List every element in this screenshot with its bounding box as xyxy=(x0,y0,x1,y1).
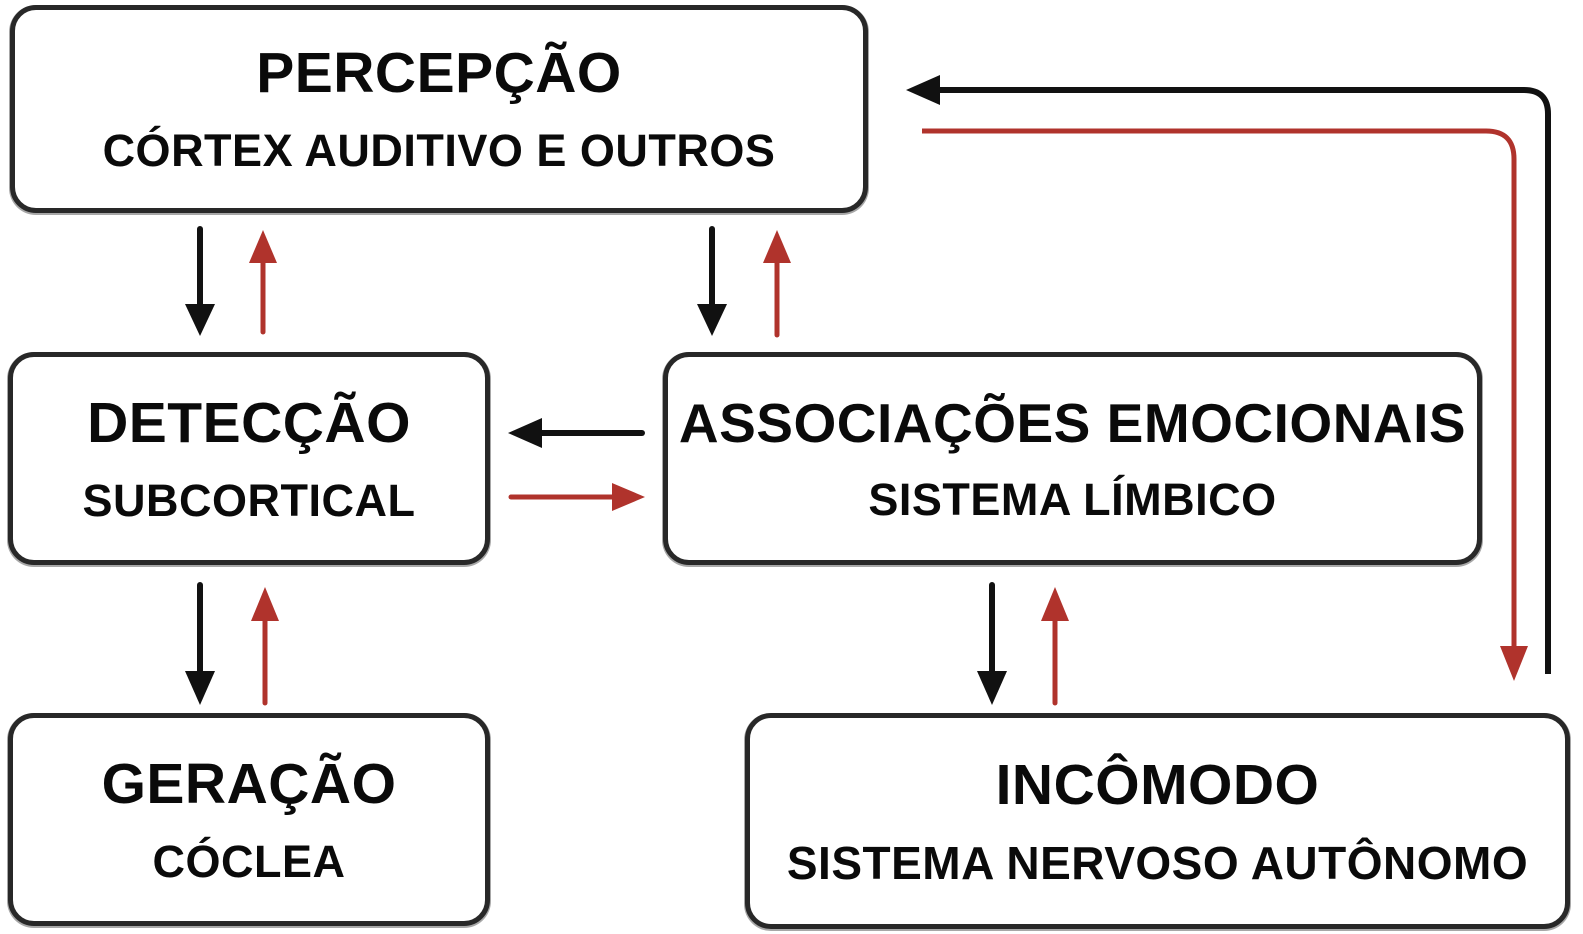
arrow-associacoes-to-incomodo-black xyxy=(977,582,1007,705)
arrow-deteccao-to-percepcao-red xyxy=(249,230,277,335)
node-associacoes-subtitle: SISTEMA LÍMBICO xyxy=(868,473,1277,525)
node-geracao: GERAÇÃO CÓCLEA xyxy=(8,713,490,926)
node-geracao-subtitle: CÓCLEA xyxy=(152,835,346,887)
node-associacoes: ASSOCIAÇÕES EMOCIONAIS SISTEMA LÍMBICO xyxy=(663,352,1482,565)
node-geracao-title: GERAÇÃO xyxy=(101,751,397,816)
node-incomodo-title: INCÔMODO xyxy=(995,752,1320,817)
node-deteccao-title: DETECÇÃO xyxy=(87,390,411,455)
arrow-percepcao-to-deteccao-black xyxy=(185,226,215,336)
node-percepcao-title: PERCEPÇÃO xyxy=(256,41,622,105)
node-incomodo-subtitle: SISTEMA NERVOSO AUTÔNOMO xyxy=(786,836,1529,889)
node-incomodo: INCÔMODO SISTEMA NERVOSO AUTÔNOMO xyxy=(745,713,1570,929)
arrow-incomodo-to-associacoes-red xyxy=(1041,587,1069,706)
arrow-percepcao-to-associacoes-black xyxy=(697,226,727,336)
node-percepcao-subtitle: CÓRTEX AUDITIVO E OUTROS xyxy=(102,125,776,176)
arrow-associacoes-to-percepcao-red xyxy=(763,230,791,338)
arrow-deteccao-to-associacoes-red xyxy=(508,483,645,511)
arrow-associacoes-to-deteccao-black xyxy=(508,418,645,448)
node-deteccao-subtitle: SUBCORTICAL xyxy=(82,474,416,526)
node-percepcao: PERCEPÇÃO CÓRTEX AUDITIVO E OUTROS xyxy=(10,5,868,213)
arrow-deteccao-to-geracao-black xyxy=(185,582,215,705)
node-associacoes-title: ASSOCIAÇÕES EMOCIONAIS xyxy=(678,391,1467,454)
node-deteccao: DETECÇÃO SUBCORTICAL xyxy=(8,352,490,565)
arrow-geracao-to-deteccao-red xyxy=(251,587,279,706)
